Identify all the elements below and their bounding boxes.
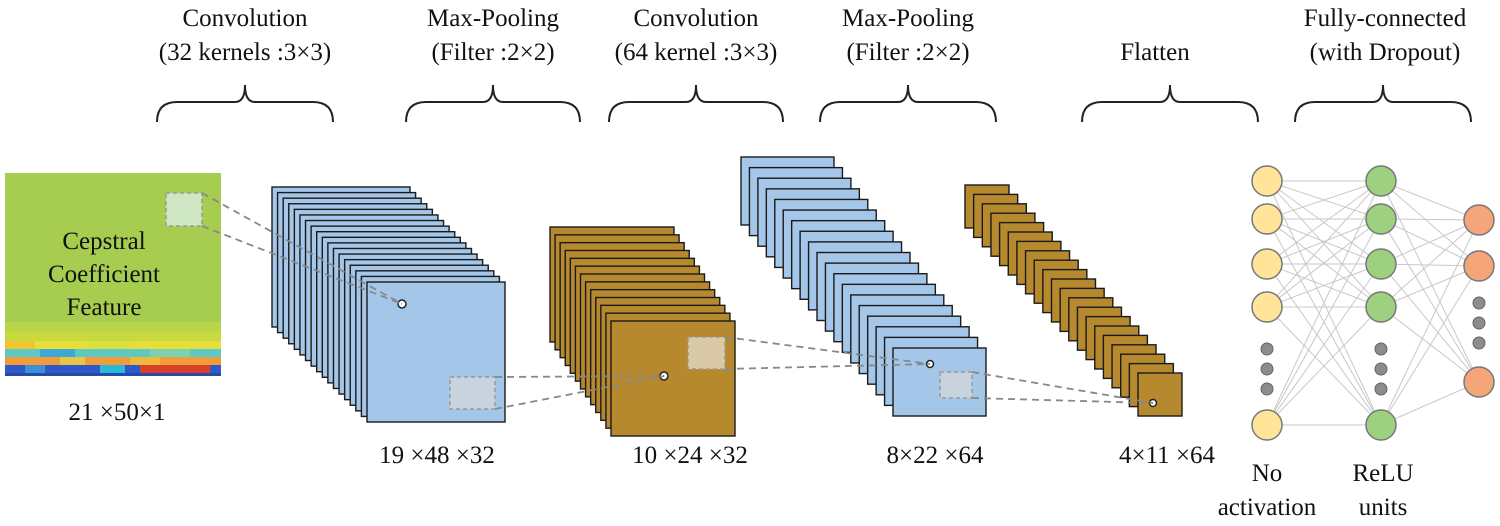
stage-1-title: Convolution [182,5,308,32]
input-label-line-2: Coefficient [48,261,160,288]
dense-connection [1266,180,1382,426]
stage-2-subtitle: (Filter :2×2) [431,39,554,66]
dense-connection [1266,180,1382,265]
layer-2-neuron [1365,291,1397,323]
stack-1-dims: 19 ×48 ×32 [379,442,495,469]
layer-2-neuron [1365,165,1397,197]
layer-2-ellipsis-dot [1374,362,1388,376]
layer-1-neuron [1251,165,1283,197]
dense-connection [1380,263,1480,267]
dense-neurons [1251,165,1495,441]
layer-1-ellipsis-dot [1260,342,1274,356]
brace-6 [1294,84,1472,123]
layer-2-ellipsis-dot [1374,342,1388,356]
layer-3-neuron [1463,250,1495,282]
layer-2-label-line-2: units [1359,494,1408,521]
feature-map-stack-4 [964,184,1183,417]
stage-4-subtitle: (Filter :2×2) [846,39,969,66]
input-red-band [140,365,210,373]
input-label-line-1: Cepstral [62,228,145,255]
brace-4 [819,84,997,123]
feature-map-slice [1137,372,1183,417]
dense-connection [1380,381,1480,426]
layer-1-neuron [1251,409,1283,441]
stage-5-title: Flatten [1120,39,1190,66]
dense-connection [1380,218,1480,221]
front-face-markers [397,299,1158,410]
dense-connection [1266,263,1382,308]
input-kernel-window [165,192,203,227]
dense-connection [1380,180,1480,267]
layer-3-ellipsis-dot [1472,316,1486,330]
brace-3 [608,84,784,123]
dense-connection [1266,218,1382,265]
stack-3-dims: 8×22 ×64 [887,442,984,469]
layer-1-neuron [1251,203,1283,235]
input-cyan-band [5,349,221,357]
layer-2-label-line-1: ReLU [1352,460,1413,487]
stage-6-subtitle: (with Dropout) [1310,39,1461,66]
dense-connection [1380,180,1480,383]
stage-titles: Convolution (32 kernels :3×3) Max-Poolin… [159,5,1467,66]
layer-2-neuron [1365,248,1397,280]
stage-2-title: Max-Pooling [427,5,559,32]
stack-2-dims: 10 ×24 ×32 [632,442,748,469]
stack-1-pool-window [449,376,496,410]
stack-4-dims: 4×11 ×64 [1119,442,1216,469]
feature-map-stack-2 [549,226,736,437]
layer-3-neuron [1463,366,1495,398]
input-label-line-3: Feature [67,294,142,321]
stage-3-subtitle: (64 kernel :3×3) [615,39,778,66]
dense-connections [1266,180,1480,426]
stage-3-title: Convolution [633,5,759,32]
stage-6-title: Fully-connected [1304,5,1467,32]
dense-connection [1266,180,1382,220]
feature-map-stacks [271,156,1183,437]
brace-1 [156,84,334,123]
layer-2-neuron [1365,203,1397,235]
projection-lines [201,192,1154,410]
layer-1-neuron [1251,248,1283,280]
dense-connection [1266,218,1382,308]
layer-1-ellipsis-dot [1260,382,1274,396]
dense-connection [1380,219,1480,308]
stage-1-subtitle: (32 kernels :3×3) [159,39,331,66]
layer-1-neuron [1251,291,1283,323]
layer-3-ellipsis-dot [1472,336,1486,350]
dense-connection [1266,306,1382,426]
dense-connection [1380,180,1480,221]
input-dims: 21 ×50×1 [69,399,166,426]
input-orange-band [5,357,221,365]
layer-3-ellipsis-dot [1472,296,1486,310]
dense-connection [1380,218,1480,383]
stage-4-title: Max-Pooling [842,5,974,32]
brace-5 [1081,84,1259,123]
layer-2-ellipsis-dot [1374,382,1388,396]
dense-connection [1266,218,1382,426]
brace-2 [405,84,581,123]
layer-3-neuron [1463,204,1495,236]
dense-connection [1266,180,1382,308]
dense-connection [1380,306,1480,383]
stack-2-kernel-window [687,336,726,370]
stage-braces [156,84,1472,123]
dense-connection [1380,219,1480,426]
dense-connection [1380,219,1480,265]
dense-connection [1380,265,1480,308]
dense-connection [1266,263,1382,426]
layer-1-ellipsis-dot [1260,362,1274,376]
dense-connection [1380,265,1480,426]
layer-1-label-line-1: No [1252,460,1283,487]
layer-2-neuron [1365,409,1397,441]
stack-3-pool-window [939,371,973,399]
layer-1-label-line-2: activation [1218,494,1317,521]
input-feature-map: Cepstral Coefficient Feature [5,173,221,376]
